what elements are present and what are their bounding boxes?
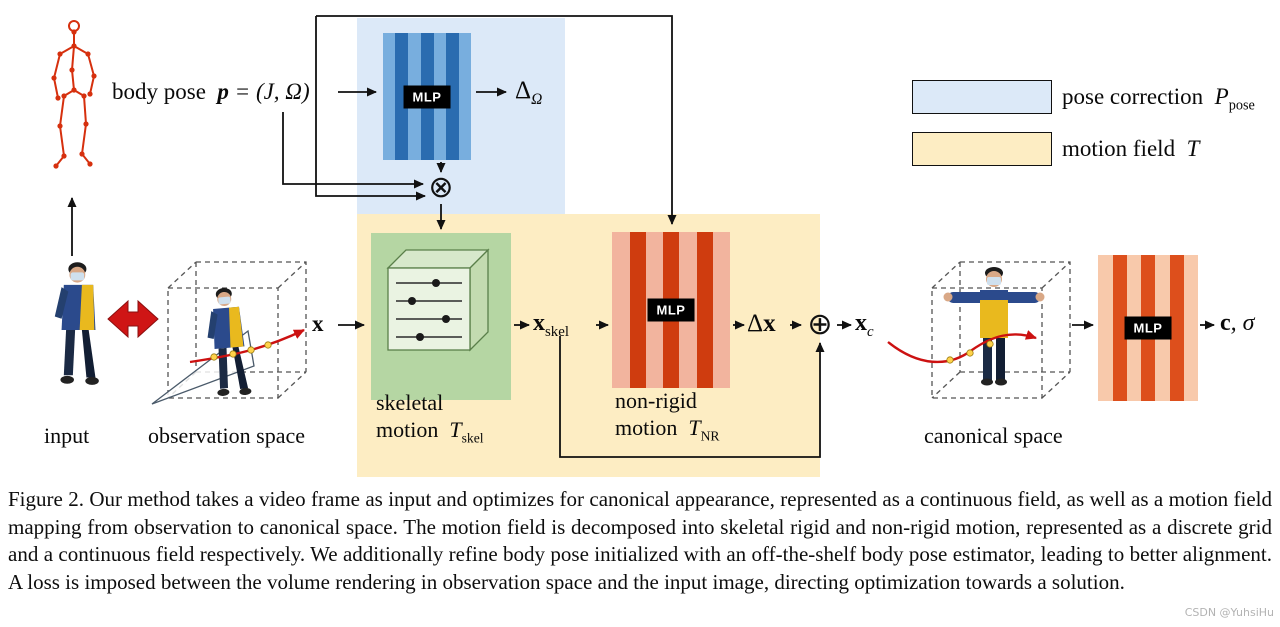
- input-observation-double-arrow: [107, 299, 159, 339]
- body-skeleton-icon: [51, 20, 97, 169]
- body-pose-label: body pose p = (J, Ω): [112, 79, 310, 105]
- c-sigma-label: c, σ: [1220, 310, 1255, 336]
- canonical-space-label: canonical space: [924, 423, 1063, 448]
- pose-equation: = (J, Ω): [234, 79, 310, 104]
- legend-pose-correction-label: pose correction Ppose: [1062, 84, 1255, 114]
- body-pose-text: body pose: [112, 79, 206, 104]
- input-label: input: [44, 423, 90, 448]
- tpose-person-image: [943, 267, 1045, 386]
- skeletal-motion-label: skeletal motion Tskel: [376, 390, 484, 446]
- mlp-bar: [1112, 255, 1127, 401]
- canonical-ray: [887, 330, 1037, 364]
- figure-caption: Figure 2. Our method takes a video frame…: [8, 487, 1272, 594]
- legend-motion-field-swatch: [912, 132, 1052, 166]
- canonical-mlp-block: MLP: [1098, 255, 1198, 401]
- delta-omega-label: ΔΩ: [515, 77, 543, 108]
- observation-cube: [167, 261, 307, 399]
- nonrigid-mlp-block: MLP: [612, 232, 730, 388]
- pose-symbol: p: [217, 79, 229, 104]
- observation-space-label: observation space: [148, 423, 305, 448]
- x-label: x: [312, 311, 324, 336]
- delta-x-label: Δx: [747, 310, 776, 337]
- input-person-image: [54, 262, 99, 385]
- canonical-cube: [931, 261, 1071, 399]
- watermark: CSDN @YuhsiHu: [1184, 606, 1274, 619]
- otimes-symbol: ⊗: [428, 170, 454, 205]
- legend-pose-correction-swatch: [912, 80, 1052, 114]
- oplus-symbol: ⊕: [807, 307, 833, 342]
- skeletal-motion-region: [371, 233, 511, 400]
- legend-motion-field-label: motion field T: [1062, 136, 1200, 161]
- observation-person-image: [203, 286, 252, 398]
- x-skel-label: xskel: [533, 310, 569, 340]
- camera-frustum-icon: [151, 329, 255, 405]
- observation-ray: [189, 328, 305, 364]
- mlp-bar: [629, 232, 646, 388]
- mlp-bar: [696, 232, 713, 388]
- mlp-tag: MLP: [403, 85, 451, 108]
- mlp-tag: MLP: [647, 298, 695, 322]
- pose-mlp-block: MLP: [383, 33, 471, 160]
- mlp-bar: [1169, 255, 1184, 401]
- nonrigid-motion-label: non-rigid motion TNR: [615, 388, 720, 444]
- mlp-tag: MLP: [1124, 316, 1172, 340]
- x-c-label: xc: [855, 310, 874, 340]
